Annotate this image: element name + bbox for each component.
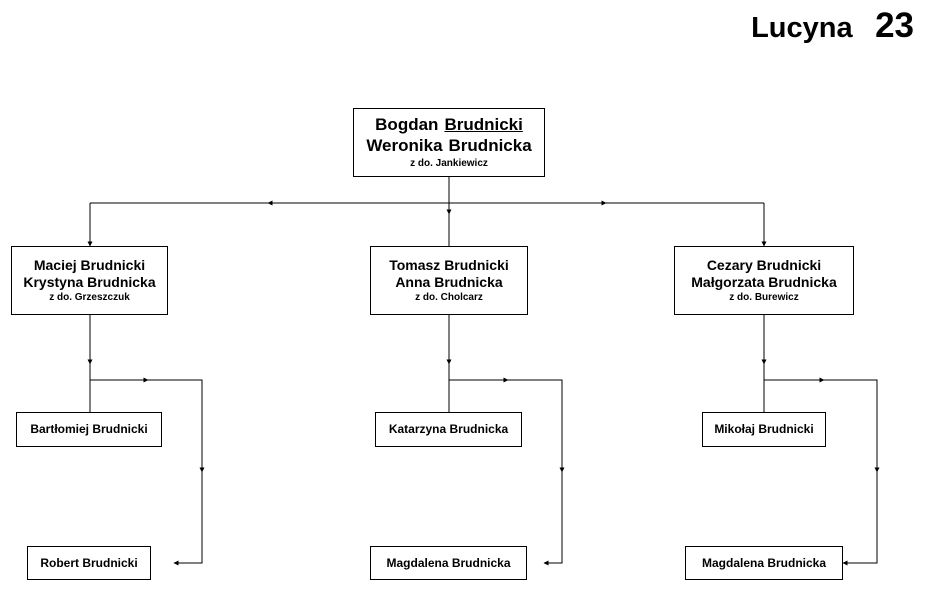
family-2-child-1-box: Katarzyna Brudnicka bbox=[375, 412, 522, 447]
family-3-child-1-box: Mikołaj Brudnicki bbox=[702, 412, 826, 447]
family-1-child-2-box: Robert Brudnicki bbox=[27, 546, 151, 580]
family-3-child-2-box: Magdalena Brudnicka bbox=[685, 546, 843, 580]
root-wife-last: Brudnicka bbox=[448, 135, 532, 155]
family-1-maiden-name: z do. Grzeszczuk bbox=[49, 292, 130, 304]
family-3-husband: Cezary Brudnicki bbox=[706, 256, 822, 273]
family-1-child-1: Bartłomiej Brudnicki bbox=[30, 422, 148, 437]
f3-loop-line bbox=[764, 379, 878, 564]
header-name: Lucyna bbox=[751, 12, 853, 44]
root-maiden-name: z do. Jankiewicz bbox=[410, 157, 488, 169]
family-2-child-2: Magdalena Brudnicka bbox=[386, 555, 511, 570]
family-3-child-1: Mikołaj Brudnicki bbox=[714, 422, 814, 437]
family-1-husband: Maciej Brudnicki bbox=[33, 256, 146, 273]
page-header: Lucyna 23 bbox=[751, 6, 914, 46]
family-2-wife: Anna Brudnicka bbox=[395, 273, 503, 290]
family-1-child-1-box: Bartłomiej Brudnicki bbox=[16, 412, 162, 447]
root-husband-first: Bogdan bbox=[375, 115, 439, 135]
root-husband-last: Brudnicki bbox=[444, 115, 523, 135]
family-3-wife: Małgorzata Brudnicka bbox=[691, 273, 837, 290]
header-number: 23 bbox=[875, 6, 914, 45]
family-2-couple-box: Tomasz Brudnicki Anna Brudnicka z do. Ch… bbox=[370, 246, 528, 315]
f2-loop-line bbox=[449, 379, 563, 564]
family-1-couple-box: Maciej Brudnicki Krystyna Brudnicka z do… bbox=[11, 246, 168, 315]
family-2-child-2-box: Magdalena Brudnicka bbox=[370, 546, 527, 580]
family-1-wife: Krystyna Brudnicka bbox=[23, 273, 156, 290]
f1-loop-line bbox=[90, 379, 203, 564]
family-3-child-2: Magdalena Brudnicka bbox=[701, 555, 827, 570]
root-wife-first: Weronika bbox=[366, 135, 443, 155]
family-3-couple-box: Cezary Brudnicki Małgorzata Brudnicka z … bbox=[674, 246, 854, 315]
family-2-maiden-name: z do. Cholcarz bbox=[415, 292, 483, 304]
family-2-husband: Tomasz Brudnicki bbox=[389, 256, 509, 273]
family-2-child-1: Katarzyna Brudnicka bbox=[388, 422, 509, 437]
family-1-child-2: Robert Brudnicki bbox=[40, 555, 138, 570]
family-3-maiden-name: z do. Burewicz bbox=[729, 292, 799, 304]
